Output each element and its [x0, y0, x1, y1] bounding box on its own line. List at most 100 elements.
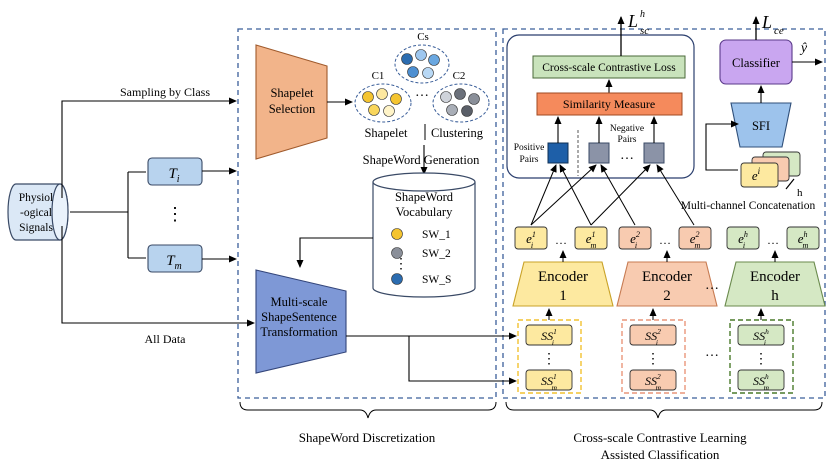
negative-pair-square-1 — [588, 142, 610, 164]
transformation-label-1: Multi-scale — [271, 295, 328, 309]
encoder-block-2 — [616, 261, 718, 307]
loss-ce-sub: ce — [774, 25, 784, 37]
sentence-box-2-m — [629, 369, 677, 391]
segment-dots: ⋮ — [166, 204, 184, 224]
vocabulary-title-2: Vocabulary — [396, 205, 453, 219]
stack-h-label: h — [797, 187, 803, 199]
cluster-cs: Cs — [394, 31, 450, 84]
vocabulary-items: SW_1SW_2SW_S — [391, 228, 451, 286]
signals-cylinder: Physiol -ogical Signals — [7, 183, 69, 241]
sfi-label: SFI — [752, 119, 770, 133]
vocabulary-dots: ⋮ — [394, 257, 408, 272]
section-right-label-1: Cross-scale Contrastive Learning — [573, 430, 747, 445]
clustering-label: Clustering — [431, 126, 484, 140]
loss-sc-sub: sc — [640, 25, 649, 37]
sentence-box-1-m — [525, 369, 573, 391]
cluster-c2-label: C2 — [453, 70, 466, 82]
encoder-block-h — [724, 261, 826, 307]
encoder-label-2: Encoder — [642, 269, 692, 285]
segment-tm-label: Tm — [166, 253, 182, 272]
sentence-dots: … — [705, 345, 719, 360]
vocab-label-3: SW_S — [422, 274, 451, 286]
embedding-box-2-i — [618, 226, 652, 250]
embedding-box-h-m — [786, 226, 820, 250]
shapelet-label: Shapelet — [364, 126, 408, 140]
concat-to-sfi-arrow — [705, 120, 739, 171]
stack-tick — [785, 178, 795, 190]
sentence-panel-1 — [517, 319, 582, 394]
transformation-block — [255, 269, 347, 374]
sentence-box-2-i — [629, 324, 677, 346]
transformation-label-2: ShapeSentence — [261, 310, 337, 324]
cluster-cs-label: Cs — [417, 31, 429, 43]
loss-sc-symbol: L — [627, 11, 638, 31]
embedding-dots-1: … — [555, 233, 567, 247]
shapelet-selection-label-1: Shapelet — [270, 86, 314, 100]
vocab-label-1: SW_1 — [422, 229, 451, 241]
split-connector — [70, 171, 146, 259]
cluster-c2: C2 — [432, 70, 490, 123]
encoder-index-1: 1 — [559, 288, 567, 304]
sentence-box-1-i — [525, 324, 573, 346]
sentence-box-h-i — [737, 324, 785, 346]
segment-ti-label: Ti — [168, 166, 179, 185]
negative-pair-dots: … — [620, 148, 634, 163]
cluster-c1: C1 — [354, 70, 412, 123]
loss-sc-sup: h — [640, 9, 645, 20]
shapelet-selection-block — [255, 44, 328, 160]
signals-label-3: Signals — [19, 222, 53, 234]
contrastive-panel — [506, 34, 695, 179]
transform-to-ss-last-arrow — [408, 336, 517, 385]
sampling-connector — [61, 97, 237, 198]
output-label: ŷ — [799, 41, 808, 56]
cluster-c1-label: C1 — [372, 70, 385, 82]
contrastive-loss-label: Cross-scale Contrastive Loss — [542, 62, 676, 74]
alldata-connector — [61, 226, 255, 327]
negative-label: Negative — [610, 124, 644, 134]
embedding-box-h-i — [726, 226, 760, 250]
section-left-label: ShapeWord Discretization — [299, 430, 436, 445]
sentence-vdots-2: ⋮ — [646, 352, 660, 367]
positive-label: Positive — [514, 143, 545, 153]
signals-label-2: -ogical — [20, 207, 52, 219]
cluster-dots: … — [415, 85, 429, 100]
encoder-label-h: Encoder — [750, 269, 800, 285]
embedding-box-1-m — [574, 226, 608, 250]
learning-frame — [502, 28, 826, 399]
transformation-label-3: Transformation — [260, 325, 338, 339]
vocabulary-cylinder: ShapeWord Vocabulary — [372, 172, 476, 298]
signals-label-1: Physiol — [19, 192, 54, 204]
embedding-dots-h: … — [767, 233, 779, 247]
similarity-label: Similarity Measure — [563, 97, 655, 111]
stack-card-1 — [740, 162, 779, 188]
vocab-swatch-3 — [391, 273, 403, 285]
positive-pair-square — [547, 142, 569, 164]
sfi-block — [730, 102, 792, 148]
positive-pairs-label: Pairs — [520, 155, 539, 165]
loss-ce-symbol: L — [761, 12, 772, 32]
sampling-label: Sampling by Class — [120, 85, 210, 99]
sentence-vdots-1: ⋮ — [542, 352, 556, 367]
sentence-box-h-m — [737, 369, 785, 391]
sentence-vdots-h: ⋮ — [754, 352, 768, 367]
discretization-frame — [237, 28, 497, 399]
stack-card-label: ei — [752, 166, 761, 183]
classifier-label: Classifier — [732, 56, 781, 70]
negative-pair-square-2 — [643, 142, 665, 164]
vocab-label-2: SW_2 — [422, 248, 451, 260]
right-brace — [505, 401, 823, 419]
encoder-index-h: h — [771, 288, 779, 304]
